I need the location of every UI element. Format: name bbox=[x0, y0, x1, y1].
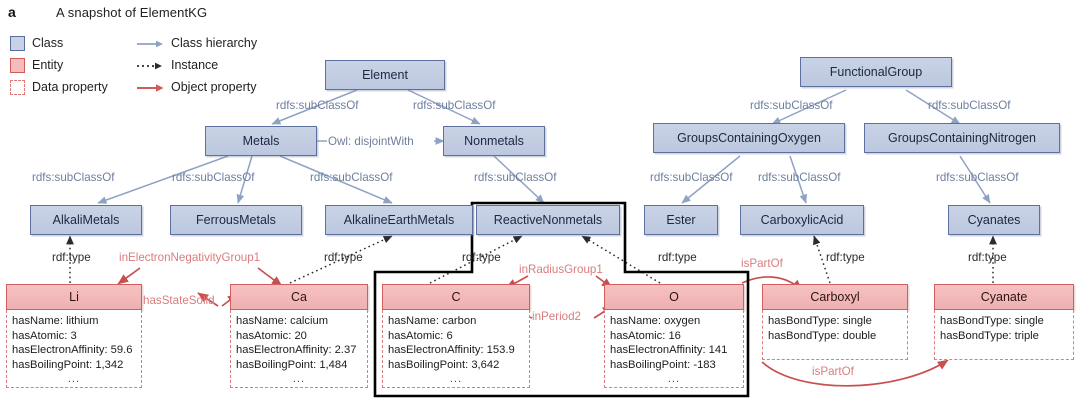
edge-label-subclassof: rdfs:subClassOf bbox=[474, 171, 557, 184]
edge-label-disjointwith: Owl: disjointWith bbox=[328, 135, 414, 148]
data-property-ellipsis: ... bbox=[292, 373, 306, 385]
edge-label-ispartof: isPartOf bbox=[741, 257, 783, 270]
data-property-row: hasBondType: double bbox=[768, 329, 877, 342]
data-property-row: hasBoilingPoint: -183 bbox=[610, 358, 716, 371]
legend-item-object-property: Object property bbox=[136, 77, 256, 97]
class-swatch-icon bbox=[10, 35, 25, 51]
data-property-row: hasAtomic: 16 bbox=[610, 329, 681, 342]
edge-label-subclassof: rdfs:subClassOf bbox=[310, 171, 393, 184]
data-property-ellipsis: ... bbox=[667, 373, 681, 385]
edge-label-subclassof: rdfs:subClassOf bbox=[172, 171, 255, 184]
data-property-box-o: hasName: oxygen hasAtomic: 16 hasElectro… bbox=[604, 310, 744, 388]
legend-item-class-hierarchy: Class hierarchy bbox=[136, 33, 257, 53]
class-node-alkalineearthmetals[interactable]: AlkalineEarthMetals bbox=[325, 205, 473, 235]
data-property-row: hasElectronAffinity: 2.37 bbox=[236, 344, 357, 356]
edge-label-subclassof: rdfs:subClassOf bbox=[758, 171, 841, 184]
data-property-row: hasElectronAffinity: 153.9 bbox=[388, 344, 515, 356]
data-property-box-ca: hasName: calcium hasAtomic: 20 hasElectr… bbox=[230, 310, 368, 388]
data-property-row: hasBondType: single bbox=[940, 315, 1044, 327]
data-property-row: hasBoilingPoint: 3,642 bbox=[388, 358, 500, 371]
edge-label-inperiod2: inPeriod2 bbox=[532, 310, 581, 323]
legend-item-instance: Instance bbox=[136, 55, 218, 75]
edge-label-rdftype: rdf:type bbox=[968, 251, 1007, 264]
class-node-functionalgroup[interactable]: FunctionalGroup bbox=[800, 57, 952, 87]
class-hierarchy-arrow-icon bbox=[136, 37, 164, 49]
data-property-row: hasName: calcium bbox=[236, 315, 329, 327]
legend-item-class: Class bbox=[10, 33, 63, 53]
edge-label-rdftype: rdf:type bbox=[826, 251, 865, 264]
class-node-reactivenonmetals[interactable]: ReactiveNonmetals bbox=[476, 205, 620, 235]
edge-label-inradiusgroup1: inRadiusGroup1 bbox=[519, 263, 603, 276]
class-node-groupscontainingoxygen[interactable]: GroupsContainingOxygen bbox=[653, 123, 845, 153]
data-property-row: hasBoilingPoint: 1,484 bbox=[236, 358, 348, 371]
data-property-row: hasBoilingPoint: 1,342 bbox=[12, 358, 124, 371]
class-node-ester[interactable]: Ester bbox=[644, 205, 718, 235]
edge-label-rdftype: rdf:type bbox=[52, 251, 91, 264]
legend-label-object-property: Object property bbox=[171, 80, 257, 94]
edge-label-subclassof: rdfs:subClassOf bbox=[650, 171, 733, 184]
class-node-groupscontainingnitrogen[interactable]: GroupsContainingNitrogen bbox=[864, 123, 1060, 153]
class-node-metals[interactable]: Metals bbox=[205, 126, 317, 156]
class-node-carboxylicacid[interactable]: CarboxylicAcid bbox=[740, 205, 864, 235]
data-property-row: hasBondType: triple bbox=[940, 329, 1039, 342]
edge-label-inelectronegativitygroup1: inElectronNegativityGroup1 bbox=[119, 251, 261, 264]
data-property-row: hasName: oxygen bbox=[610, 315, 701, 327]
entity-node-cyanate[interactable]: Cyanate bbox=[934, 284, 1074, 310]
class-node-cyanates[interactable]: Cyanates bbox=[948, 205, 1040, 235]
data-property-row: hasAtomic: 20 bbox=[236, 329, 307, 342]
edge-label-ispartof: isPartOf bbox=[812, 365, 854, 378]
class-hierarchy-edges bbox=[97, 89, 991, 204]
entity-node-li[interactable]: Li bbox=[6, 284, 142, 310]
data-property-row: hasElectronAffinity: 59.6 bbox=[12, 344, 133, 356]
instance-arrow-icon bbox=[136, 59, 164, 71]
data-property-swatch-icon bbox=[10, 79, 25, 95]
edge-label-subclassof: rdfs:subClassOf bbox=[936, 171, 1019, 184]
object-property-arrow-icon bbox=[136, 81, 164, 93]
class-node-element[interactable]: Element bbox=[325, 60, 445, 90]
edge-label-rdftype: rdf:type bbox=[462, 251, 501, 264]
entity-node-carboxyl[interactable]: Carboxyl bbox=[762, 284, 908, 310]
data-property-box-cyanate: hasBondType: single hasBondType: triple bbox=[934, 310, 1074, 360]
data-property-row: hasElectronAffinity: 141 bbox=[610, 344, 728, 356]
data-property-ellipsis: ... bbox=[449, 373, 463, 385]
edge-label-subclassof: rdfs:subClassOf bbox=[276, 99, 359, 112]
edge-label-subclassof: rdfs:subClassOf bbox=[413, 99, 496, 112]
legend-item-data-property: Data property bbox=[10, 77, 108, 97]
edge-label-subclassof: rdfs:subClassOf bbox=[750, 99, 833, 112]
legend-label-entity: Entity bbox=[32, 58, 64, 72]
legend-label-class-hierarchy: Class hierarchy bbox=[171, 36, 258, 50]
data-property-box-carboxyl: hasBondType: single hasBondType: double bbox=[762, 310, 908, 360]
data-property-row: hasName: lithium bbox=[12, 315, 99, 327]
data-property-row: hasAtomic: 6 bbox=[388, 329, 453, 342]
class-node-alkalimetals[interactable]: AlkaliMetals bbox=[30, 205, 142, 235]
entity-node-ca[interactable]: Ca bbox=[230, 284, 368, 310]
data-property-box-li: hasName: lithium hasAtomic: 3 hasElectro… bbox=[6, 310, 142, 388]
edge-label-hasstatesolid: hasStateSolid bbox=[143, 294, 215, 307]
data-property-row: hasBondType: single bbox=[768, 315, 872, 327]
legend: Class Entity Data property Class hierarc… bbox=[10, 33, 260, 99]
class-node-nonmetals[interactable]: Nonmetals bbox=[443, 126, 545, 156]
edge-label-rdftype: rdf:type bbox=[324, 251, 363, 264]
legend-item-entity: Entity bbox=[10, 55, 63, 75]
entity-node-c[interactable]: C bbox=[382, 284, 530, 310]
figure-title: A snapshot of ElementKG bbox=[56, 5, 208, 20]
entity-swatch-icon bbox=[10, 57, 25, 73]
edge-label-rdftype: rdf:type bbox=[658, 251, 697, 264]
legend-label-class: Class bbox=[32, 36, 64, 50]
edge-label-subclassof: rdfs:subClassOf bbox=[32, 171, 115, 184]
legend-label-instance: Instance bbox=[171, 58, 219, 72]
legend-label-data-property: Data property bbox=[32, 80, 108, 94]
data-property-ellipsis: ... bbox=[67, 373, 81, 385]
data-property-row: hasAtomic: 3 bbox=[12, 329, 77, 342]
edge-label-subclassof: rdfs:subClassOf bbox=[928, 99, 1011, 112]
class-node-ferrousmetals[interactable]: FerrousMetals bbox=[170, 205, 302, 235]
panel-letter: a bbox=[8, 4, 16, 20]
entity-node-o[interactable]: O bbox=[604, 284, 744, 310]
data-property-row: hasName: carbon bbox=[388, 315, 477, 327]
data-property-box-c: hasName: carbon hasAtomic: 6 hasElectron… bbox=[382, 310, 530, 388]
